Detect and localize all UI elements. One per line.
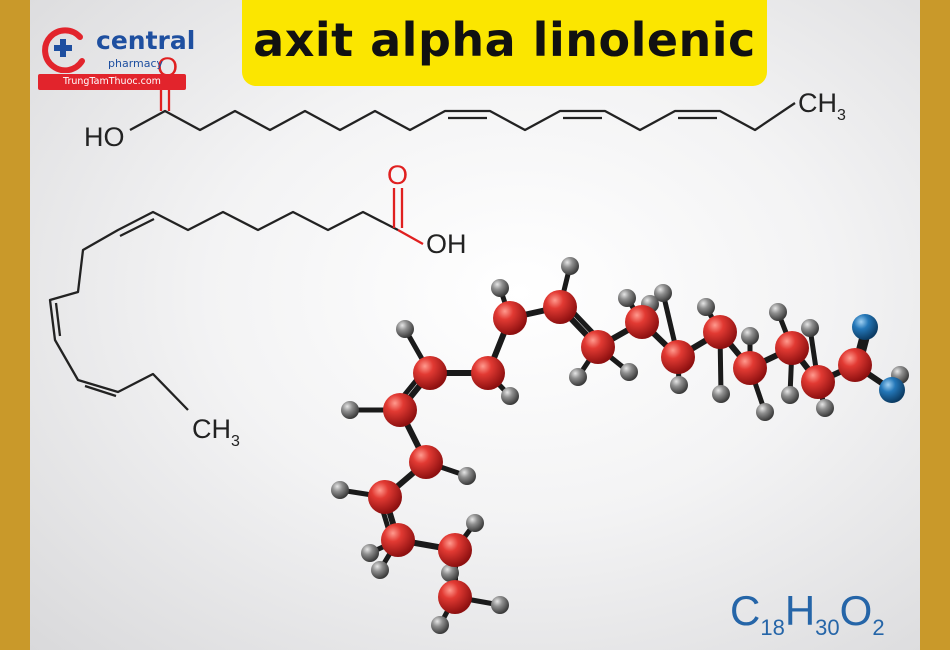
hydrogen-atom bbox=[491, 279, 509, 297]
hydrogen-atom bbox=[756, 403, 774, 421]
hydrogen-atom bbox=[441, 564, 459, 582]
title-banner: axit alpha linolenic bbox=[242, 0, 767, 86]
oxygen-atom bbox=[879, 377, 905, 403]
hydrogen-atom bbox=[458, 467, 476, 485]
carbon-atom bbox=[413, 356, 447, 390]
hydrogen-atom bbox=[361, 544, 379, 562]
skeletal-formula-linear bbox=[129, 80, 796, 132]
hydrogen-atom bbox=[670, 376, 688, 394]
logo-site-badge: TrungTamThuoc.com bbox=[38, 74, 186, 90]
carbon-atom bbox=[838, 348, 872, 382]
carbon-atom bbox=[703, 315, 737, 349]
hydrogen-atom bbox=[396, 320, 414, 338]
hydrogen-atom bbox=[561, 257, 579, 275]
hydrogen-atom bbox=[431, 616, 449, 634]
molecular-formula: C18H30O2 bbox=[730, 587, 885, 640]
oxygen-atom bbox=[852, 314, 878, 340]
hydrogen-atom bbox=[801, 319, 819, 337]
hydrogen-atom bbox=[816, 399, 834, 417]
carbon-atom bbox=[581, 330, 615, 364]
hydrogen-atom bbox=[618, 289, 636, 307]
ball-and-stick-model bbox=[331, 257, 909, 634]
logo-name: central bbox=[96, 26, 196, 55]
hydrogen-atom bbox=[371, 561, 389, 579]
page-title: axit alpha linolenic bbox=[253, 13, 756, 67]
carbon-atom bbox=[625, 305, 659, 339]
top-hydroxyl-label: HO bbox=[84, 122, 125, 152]
hydrogen-atom bbox=[620, 363, 638, 381]
hydrogen-atom bbox=[697, 298, 715, 316]
carbon-atom bbox=[381, 523, 415, 557]
bent-oxygen-label: O bbox=[387, 160, 408, 190]
bent-methyl-label: CH3 bbox=[192, 414, 240, 450]
hydrogen-atom bbox=[491, 596, 509, 614]
hydrogen-atom bbox=[501, 387, 519, 405]
logo-subtitle: pharmacy bbox=[108, 57, 164, 70]
carbon-atom bbox=[438, 580, 472, 614]
carbon-atom bbox=[775, 331, 809, 365]
structure-drawing: O HO CH3 O OH CH3 C18H30O2 bbox=[48, 52, 909, 640]
top-methyl-label: CH3 bbox=[798, 88, 846, 124]
hydrogen-atom bbox=[466, 514, 484, 532]
carbon-atom bbox=[383, 393, 417, 427]
diagram-canvas: O HO CH3 O OH CH3 C18H30O2 axit alpha li… bbox=[30, 0, 920, 650]
brand-logo[interactable]: central pharmacy TrungTamThuoc.com bbox=[38, 26, 195, 96]
carbon-atom bbox=[801, 365, 835, 399]
hydrogen-atom bbox=[341, 401, 359, 419]
carbon-atom bbox=[438, 533, 472, 567]
hydrogen-atom bbox=[769, 303, 787, 321]
hydrogen-atom bbox=[712, 385, 730, 403]
carbon-atom bbox=[368, 480, 402, 514]
carbon-atom bbox=[661, 340, 695, 374]
carbon-atom bbox=[733, 351, 767, 385]
hydrogen-atom bbox=[569, 368, 587, 386]
hydrogen-atom bbox=[331, 481, 349, 499]
pharmacy-cross-logo-icon bbox=[42, 27, 85, 73]
hydrogen-atom bbox=[781, 386, 799, 404]
carbon-atom bbox=[493, 301, 527, 335]
skeletal-formula-bent bbox=[48, 188, 424, 411]
hydrogen-atom bbox=[654, 284, 672, 302]
carbon-atom bbox=[471, 356, 505, 390]
carbon-atom bbox=[543, 290, 577, 324]
hydrogen-atom bbox=[741, 327, 759, 345]
bent-hydroxyl-label: OH bbox=[426, 229, 467, 259]
carbon-atom bbox=[409, 445, 443, 479]
